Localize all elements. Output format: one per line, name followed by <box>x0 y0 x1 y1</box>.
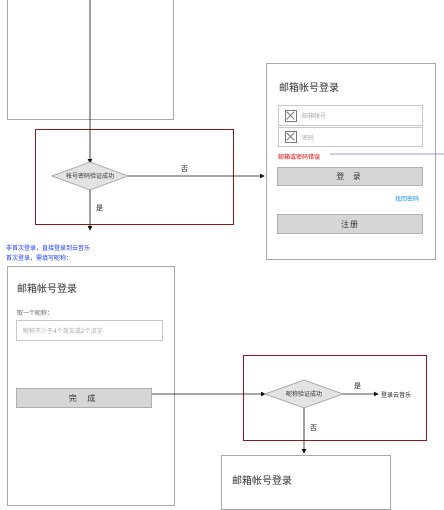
done-button[interactable]: 完 成 <box>16 388 152 408</box>
password-placeholder: 密码 <box>302 134 315 142</box>
nickname-panel-title: 邮箱帐号登录 <box>17 284 77 295</box>
nickname-prompt: 取一个昵称： <box>17 310 54 317</box>
credential-decision-text: 帐号密码验证成功 <box>66 172 114 180</box>
email-field[interactable]: 邮箱帐号 <box>278 105 423 126</box>
nickname-no-label: 否 <box>310 424 317 432</box>
login-error-text: 邮箱或密码错误 <box>278 154 321 161</box>
first-login-note-line1: 非首次登录，直接登录到云音乐 <box>6 245 91 252</box>
nickname-input[interactable]: 昵称不少于4个英文或2个汉字 <box>16 320 163 341</box>
image-placeholder-icon <box>285 131 297 143</box>
login-panel-title: 邮箱帐号登录 <box>279 83 339 94</box>
nickname-yes-label: 是 <box>354 382 361 390</box>
image-placeholder-icon <box>285 109 297 122</box>
credential-yes-label: 是 <box>96 204 103 212</box>
first-login-note-line2: 首次登录，需填写昵称： <box>6 255 73 262</box>
login-button[interactable]: 登 录 <box>277 167 423 186</box>
outcome-label: 登录云音乐 <box>381 392 412 399</box>
bottom-panel-title: 邮箱帐号登录 <box>232 476 292 487</box>
nickname-decision-frame <box>243 355 427 441</box>
credential-decision-frame <box>35 129 234 225</box>
bottom-login-panel <box>221 455 391 510</box>
forgot-password-link[interactable]: 找回密码 <box>395 196 420 203</box>
nickname-panel <box>7 266 175 506</box>
credential-no-label: 否 <box>181 165 188 173</box>
top-screen-panel <box>7 0 174 120</box>
email-placeholder: 邮箱帐号 <box>302 113 327 120</box>
password-field[interactable]: 密码 <box>278 127 423 147</box>
nickname-placeholder: 昵称不少于4个英文或2个汉字 <box>23 328 103 335</box>
register-button[interactable]: 注册 <box>277 214 423 234</box>
nickname-decision-text: 昵称验证成功 <box>286 390 322 398</box>
